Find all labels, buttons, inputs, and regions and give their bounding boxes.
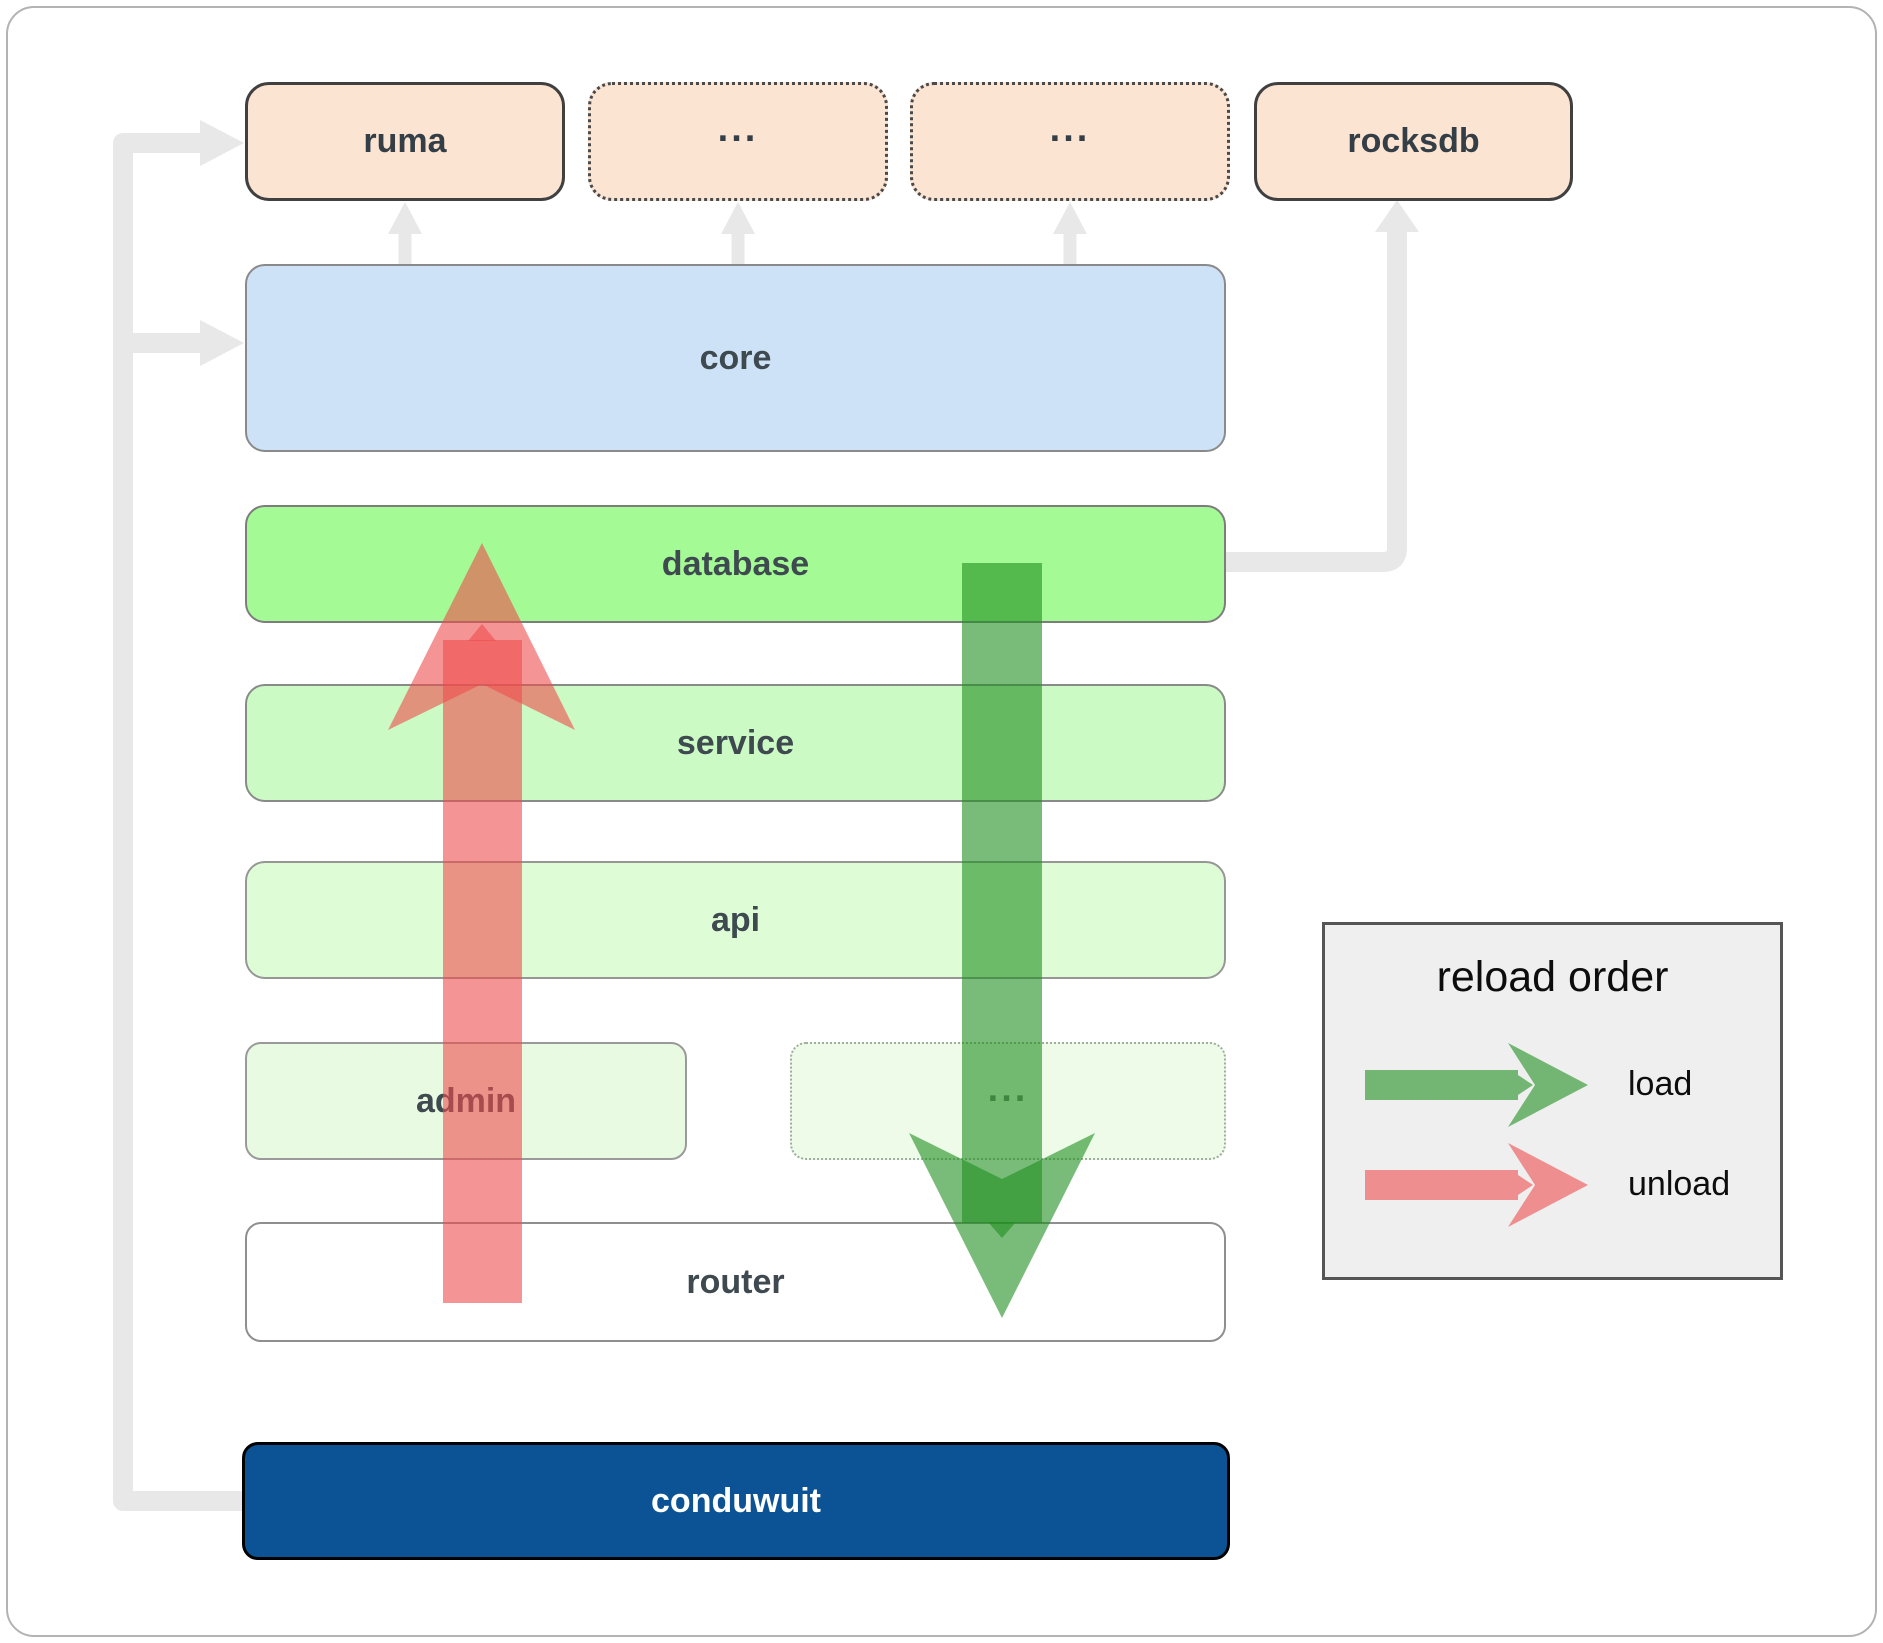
box-admin-more-label: ... — [987, 1067, 1029, 1110]
box-ruma: ruma — [245, 82, 565, 201]
box-router-label: router — [686, 1262, 785, 1301]
box-crates-more-a-label: ... — [717, 107, 759, 150]
legend-title: reload order — [1436, 953, 1669, 1001]
box-admin-more: ... — [790, 1042, 1226, 1160]
box-database-label: database — [661, 544, 810, 583]
box-core-label: core — [699, 338, 772, 377]
box-api-label: api — [710, 900, 761, 939]
legend-load-label: load — [1628, 1065, 1693, 1103]
box-database: database — [245, 505, 1226, 623]
box-rocksdb: rocksdb — [1254, 82, 1573, 201]
box-conduwuit-label: conduwuit — [651, 1481, 821, 1520]
arrowhead-into-core-icon — [200, 320, 244, 366]
box-conduwuit: conduwuit — [242, 1442, 1230, 1560]
legend-unload-label: unload — [1628, 1165, 1731, 1203]
box-rocksdb-label: rocksdb — [1347, 122, 1480, 160]
connector-conduwuit-to-ruma — [113, 133, 250, 1511]
arrowhead-up-rocksdb-icon — [1375, 200, 1419, 232]
box-service-label: service — [676, 723, 795, 762]
box-api: api — [245, 861, 1226, 979]
box-admin: admin — [245, 1042, 687, 1160]
legend-unload-arrow-icon — [1365, 1143, 1588, 1227]
arrowhead-into-ruma-icon — [200, 120, 244, 166]
box-router: router — [245, 1222, 1226, 1342]
box-crates-more-a: ... — [588, 82, 888, 201]
legend-load-arrow-icon — [1365, 1043, 1588, 1127]
box-crates-more-b-label: ... — [1049, 107, 1091, 150]
arrowhead-up-crates-a-icon — [721, 202, 755, 234]
arrowhead-up-ruma-icon — [388, 202, 422, 234]
box-service: service — [245, 684, 1226, 802]
box-crates-more-b: ... — [910, 82, 1230, 201]
box-ruma-label: ruma — [363, 122, 447, 160]
legend-arrows — [1365, 1043, 1588, 1227]
box-admin-label: admin — [415, 1081, 517, 1120]
legend: reload order load unload — [1322, 922, 1783, 1280]
arrowhead-up-crates-b-icon — [1053, 202, 1087, 234]
connector-database-to-rocksdb — [1226, 230, 1407, 572]
diagram-outer-frame — [6, 6, 1877, 1637]
box-core: core — [245, 264, 1226, 452]
